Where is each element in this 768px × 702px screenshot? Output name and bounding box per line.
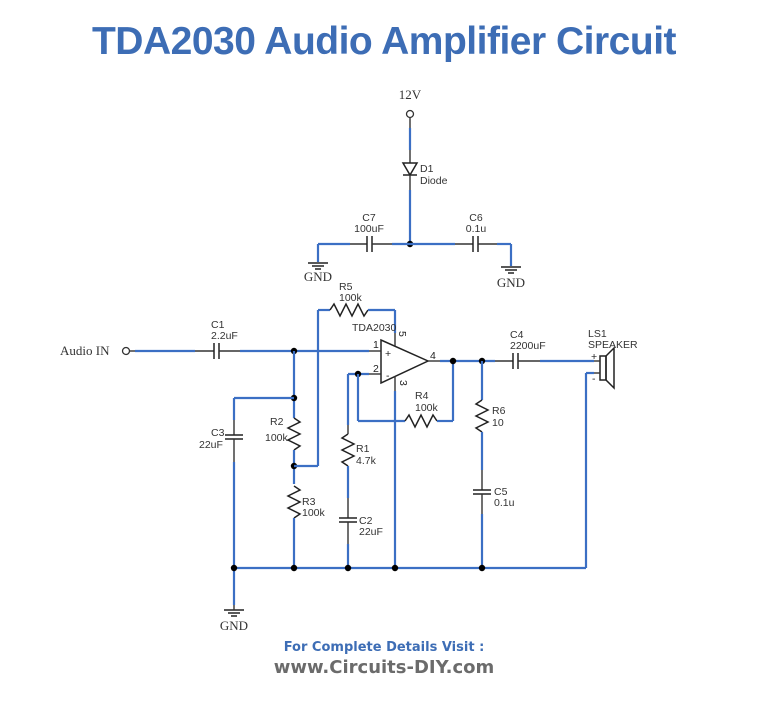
speaker-plus: + — [591, 351, 597, 363]
resistor-r3 — [286, 485, 302, 519]
ic-pin-4: 4 — [430, 350, 436, 362]
capacitor-c5 — [473, 470, 491, 514]
r3-value: 100k — [302, 507, 326, 519]
gnd-label: GND — [304, 269, 332, 284]
c4-value: 2200uF — [510, 340, 546, 352]
ground-icon — [308, 262, 328, 270]
c1-ref: C1 — [211, 319, 225, 331]
ic-ref: TDA2030 — [352, 322, 397, 334]
r6-ref: R6 — [492, 405, 506, 417]
ic-minus-sign: - — [386, 370, 390, 382]
capacitor-c6 — [455, 236, 497, 252]
c1-value: 2.2uF — [211, 330, 238, 342]
junction-gnd-1 — [230, 564, 238, 572]
d1-ref: D1 — [420, 163, 434, 175]
r2-ref: R2 — [270, 416, 284, 428]
junction-gnd-3 — [344, 564, 352, 572]
opamp-tda2030 — [369, 333, 440, 391]
ic-pin-3: 3 — [397, 380, 409, 386]
junction-gnd-4 — [391, 564, 399, 572]
ground-icon — [224, 609, 244, 617]
c2-ref: C2 — [359, 515, 373, 527]
r4-value: 100k — [415, 402, 439, 414]
capacitor-c3 — [225, 420, 243, 462]
gnd-label: GND — [497, 275, 525, 290]
supply-label: 12V — [399, 87, 422, 102]
capacitor-c2 — [339, 498, 357, 544]
resistor-r5 — [329, 302, 369, 318]
ls1-value: SPEAKER — [588, 339, 638, 351]
resistor-r1 — [340, 433, 356, 467]
speaker-minus: - — [592, 373, 596, 385]
c6-ref: C6 — [469, 212, 483, 224]
ic-plus-sign: + — [385, 348, 391, 360]
footer-website-link[interactable]: www.Circuits-DIY.com — [273, 657, 495, 678]
resistor-r2 — [286, 417, 302, 451]
capacitor-c1 — [195, 343, 240, 359]
capacitor-c7 — [350, 236, 392, 252]
diode-d1 — [401, 150, 419, 190]
supply-terminal — [405, 109, 415, 119]
c7-ref: C7 — [362, 212, 376, 224]
resistor-r4 — [404, 413, 438, 429]
c3-value: 22uF — [199, 439, 223, 451]
capacitor-c4 — [495, 353, 540, 369]
footer-visit-text: For Complete Details Visit : — [283, 640, 485, 655]
speaker-icon — [594, 346, 615, 390]
junction-out-1 — [449, 357, 457, 365]
ic-pin-5: 5 — [396, 331, 408, 337]
ic-pin-2: 2 — [373, 363, 379, 375]
audio-in-terminal — [121, 346, 131, 356]
r2-value: 100k — [265, 432, 289, 444]
ic-pin-1: 1 — [373, 339, 379, 351]
c7-value: 100uF — [354, 223, 384, 235]
r5-ref: R5 — [339, 281, 353, 293]
r5-value: 100k — [339, 292, 363, 304]
c2-value: 22uF — [359, 526, 383, 538]
d1-value: Diode — [420, 175, 448, 187]
r1-ref: R1 — [356, 443, 370, 455]
c6-value: 0.1u — [466, 223, 487, 235]
junction-gnd-5 — [478, 564, 486, 572]
c5-value: 0.1u — [494, 497, 515, 509]
r6-value: 10 — [492, 417, 504, 429]
ground-icon — [501, 266, 521, 274]
c4-ref: C4 — [510, 329, 524, 341]
resistor-r6 — [474, 399, 490, 433]
c3-ref: C3 — [211, 427, 225, 439]
r4-ref: R4 — [415, 390, 429, 402]
gnd-label: GND — [220, 618, 248, 633]
r1-value: 4.7k — [356, 455, 377, 467]
ls1-ref: LS1 — [588, 328, 607, 340]
audio-in-label: Audio IN — [60, 343, 110, 358]
page-title: TDA2030 Audio Amplifier Circuit — [91, 20, 677, 63]
junction-gnd-2 — [290, 564, 298, 572]
c5-ref: C5 — [494, 486, 508, 498]
r3-ref: R3 — [302, 496, 316, 508]
